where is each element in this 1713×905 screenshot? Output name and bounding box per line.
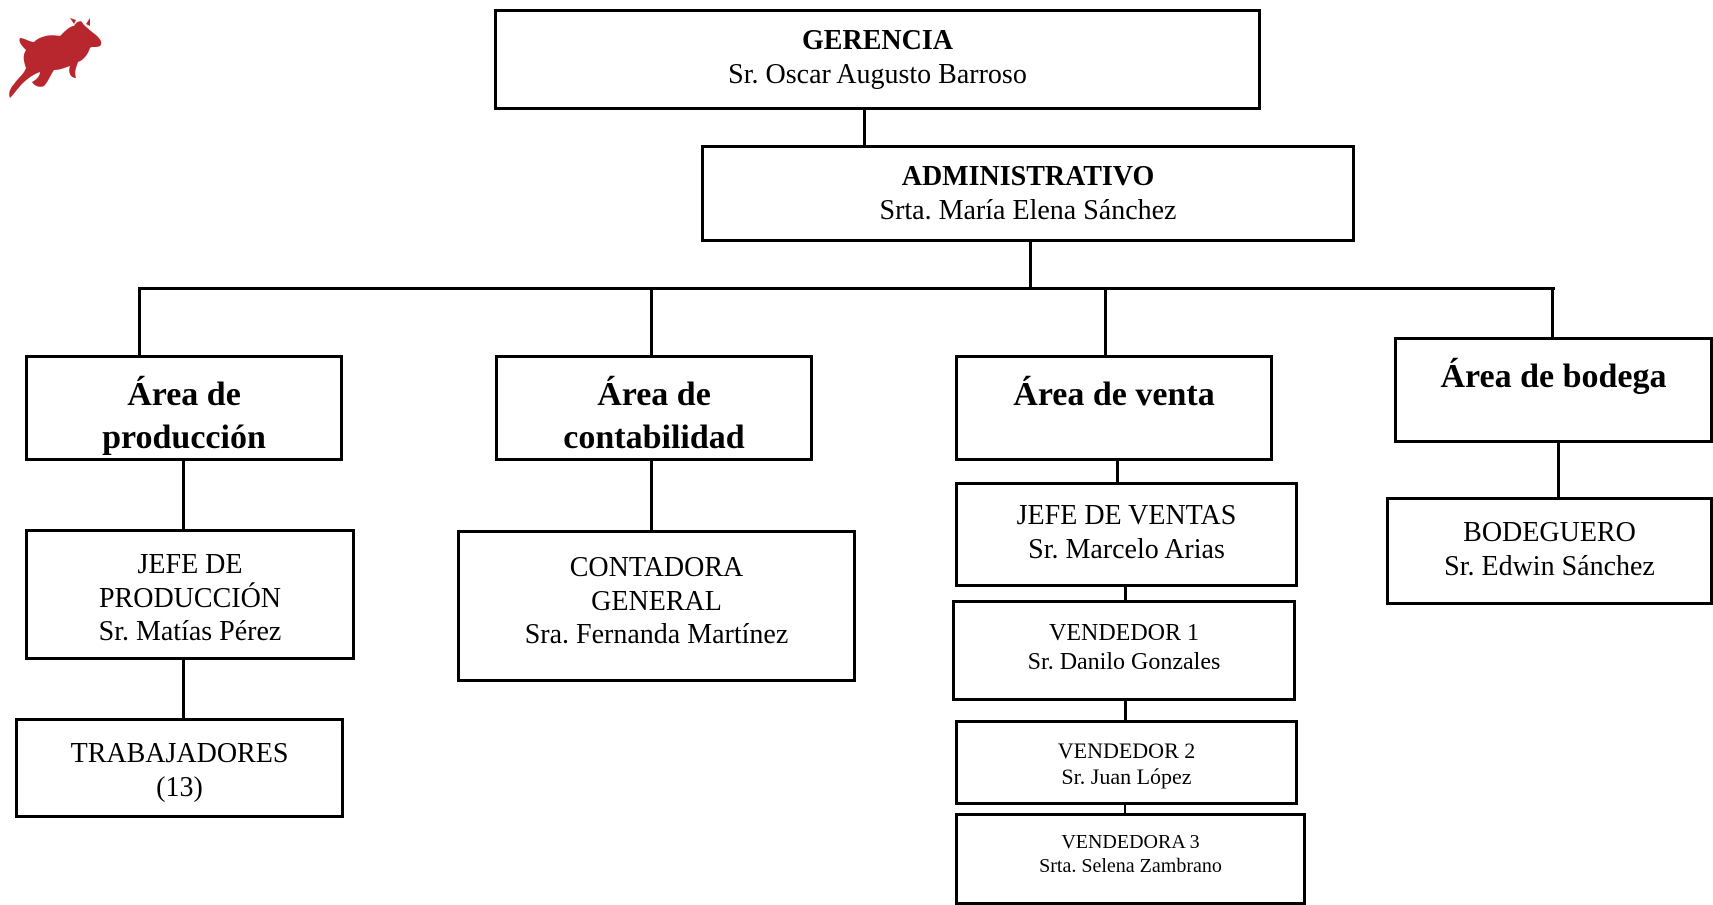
connector-produccion-jefe	[182, 458, 185, 530]
connector-bus-contabilidad	[650, 287, 653, 357]
jefe-ventas-box: JEFE DE VENTAS Sr. Marcelo Arias	[955, 482, 1298, 587]
administrativo-box: ADMINISTRATIVO Srta. María Elena Sánchez	[701, 145, 1355, 242]
area-bodega-title: Área de bodega	[1440, 358, 1667, 395]
jefe-produccion-box: JEFE DE PRODUCCIÓN Sr. Matías Pérez	[25, 529, 355, 660]
area-venta-box: Área de venta	[955, 355, 1273, 461]
area-contabilidad-box: Área de contabilidad	[495, 355, 813, 461]
jefe-produccion-line2: PRODUCCIÓN	[98, 582, 282, 614]
connector-horizontal-bus	[138, 287, 1555, 290]
vendedora3-name: Srta. Selena Zambrano	[1039, 855, 1222, 877]
vendedora3-title: VENDEDORA 3	[1061, 831, 1200, 853]
vendedor1-box: VENDEDOR 1 Sr. Danilo Gonzales	[952, 600, 1296, 701]
vendedora3-box: VENDEDORA 3 Srta. Selena Zambrano	[955, 813, 1306, 905]
connector-venta-jefe	[1116, 459, 1119, 484]
area-bodega-box: Área de bodega	[1394, 337, 1713, 443]
gerencia-box: GERENCIA Sr. Oscar Augusto Barroso	[494, 9, 1261, 110]
jefe-ventas-name: Sr. Marcelo Arias	[1028, 533, 1225, 565]
jefe-produccion-line1: JEFE DE	[137, 549, 243, 580]
area-produccion-line1: Área de	[127, 376, 241, 413]
connector-bodega-bodeguero	[1557, 440, 1560, 498]
connector-jefe-trabajadores	[182, 657, 185, 719]
connector-jefe-vendedor1	[1124, 584, 1127, 602]
connector-contabilidad-contadora	[650, 458, 653, 532]
bodeguero-title: BODEGUERO	[1463, 517, 1636, 548]
trabajadores-title: TRABAJADORES	[70, 738, 289, 769]
connector-admin-bus	[1029, 241, 1032, 288]
gerencia-name: Sr. Oscar Augusto Barroso	[728, 58, 1027, 90]
vendedor2-title: VENDEDOR 2	[1057, 738, 1196, 763]
area-produccion-line2: producción	[102, 418, 266, 456]
contadora-box: CONTADORA GENERAL Sra. Fernanda Martínez	[457, 530, 856, 682]
connector-vendedor2-vendedora3	[1124, 802, 1126, 816]
area-venta-title: Área de venta	[1013, 376, 1215, 413]
bodeguero-box: BODEGUERO Sr. Edwin Sánchez	[1386, 497, 1713, 605]
administrativo-title: ADMINISTRATIVO	[901, 161, 1155, 192]
connector-bus-produccion	[138, 287, 141, 357]
vendedor2-box: VENDEDOR 2 Sr. Juan López	[955, 720, 1298, 805]
administrativo-name: Srta. María Elena Sánchez	[879, 194, 1177, 226]
trabajadores-box: TRABAJADORES (13)	[15, 718, 344, 818]
vendedor1-name: Sr. Danilo Gonzales	[1027, 648, 1221, 675]
connector-gerencia-admin	[863, 108, 866, 148]
gerencia-title: GERENCIA	[802, 25, 953, 56]
area-contabilidad-line1: Área de	[597, 376, 711, 413]
bodeguero-name: Sr. Edwin Sánchez	[1444, 550, 1655, 582]
contadora-name: Sra. Fernanda Martínez	[524, 619, 789, 651]
vendedor1-title: VENDEDOR 1	[1049, 620, 1199, 646]
jefe-ventas-title: JEFE DE VENTAS	[1016, 500, 1237, 531]
trabajadores-count: (13)	[156, 771, 203, 803]
area-produccion-box: Área de producción	[25, 355, 343, 461]
connector-bus-venta	[1104, 287, 1107, 357]
bull-logo-icon	[9, 18, 102, 98]
area-contabilidad-line2: contabilidad	[563, 418, 745, 456]
contadora-line1: CONTADORA	[569, 552, 744, 583]
jefe-produccion-name: Sr. Matías Pérez	[98, 616, 282, 648]
contadora-line2: GENERAL	[591, 585, 722, 617]
connector-vendedor1-vendedor2	[1124, 698, 1127, 722]
vendedor2-name: Sr. Juan López	[1061, 764, 1192, 790]
connector-bus-bodega	[1551, 287, 1554, 339]
